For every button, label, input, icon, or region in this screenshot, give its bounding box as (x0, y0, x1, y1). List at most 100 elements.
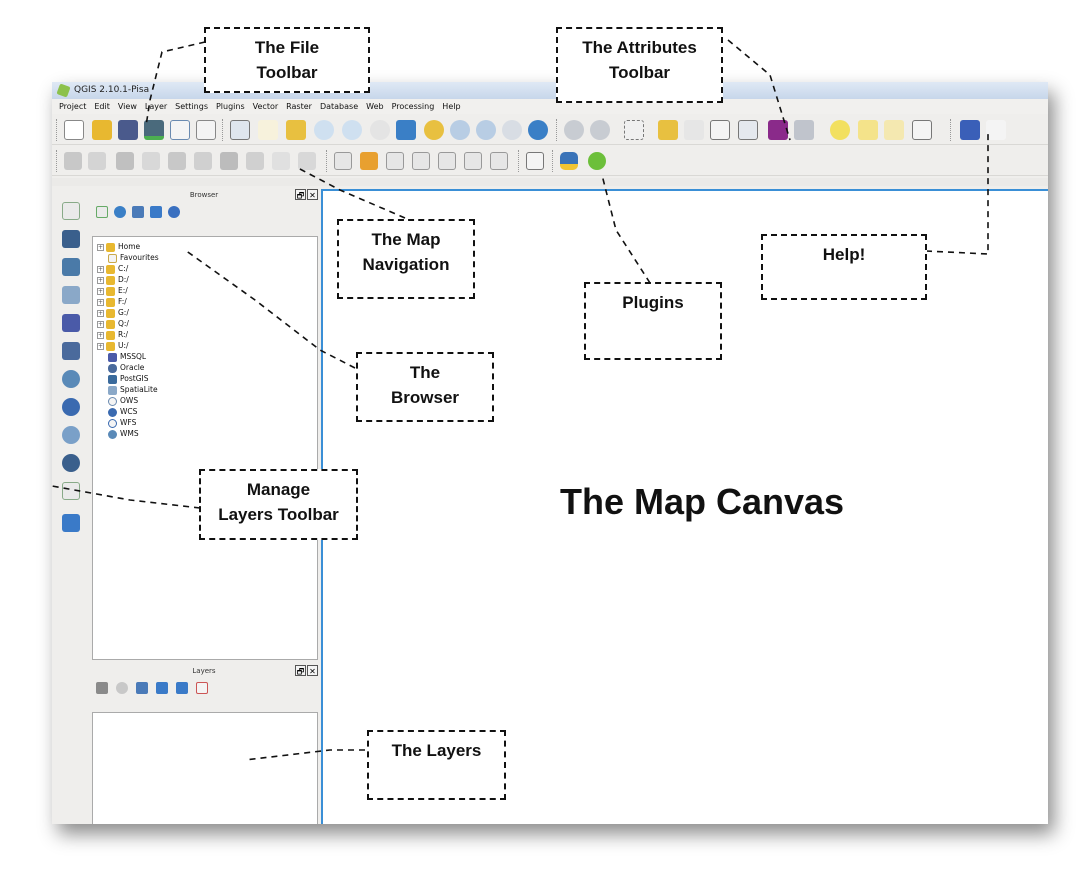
zoom-last-icon[interactable] (476, 120, 496, 140)
pan-to-selection-icon[interactable] (286, 120, 306, 140)
move-annotation-icon[interactable] (884, 120, 904, 140)
tree-item-postgis[interactable]: PostGIS (108, 373, 148, 384)
add-feature-icon[interactable] (142, 152, 160, 170)
help-contents-icon[interactable] (960, 120, 980, 140)
menu-edit[interactable]: Edit (94, 102, 110, 111)
close-panel-icon[interactable]: ✕ (307, 665, 318, 676)
menu-layer[interactable]: Layer (144, 102, 168, 111)
expand-icon[interactable]: + (97, 342, 104, 350)
copy-features-icon[interactable] (272, 152, 290, 170)
filter-browser-icon[interactable] (132, 206, 144, 218)
add-delimited-text-icon[interactable] (62, 454, 80, 472)
delete-selected-icon[interactable] (220, 152, 238, 170)
add-spatialite-layer-icon[interactable] (62, 286, 80, 304)
tree-item-c[interactable]: +C:/ (97, 264, 129, 274)
tree-item-favourites[interactable]: Favourites (108, 252, 159, 263)
add-wfs-layer-icon[interactable] (62, 426, 80, 444)
tree-item-r[interactable]: +R:/ (97, 330, 129, 340)
tree-item-wfs[interactable]: WFS (108, 417, 136, 428)
tree-item-wcs[interactable]: WCS (108, 406, 137, 417)
layer-style-icon[interactable] (96, 682, 108, 694)
float-panel-icon[interactable]: 🗗 (295, 665, 306, 676)
statistical-summary-icon[interactable] (738, 120, 758, 140)
run-feature-action-icon[interactable] (590, 120, 610, 140)
add-vector-layer-icon[interactable] (62, 202, 80, 220)
identify-features-icon[interactable] (564, 120, 584, 140)
label-tool-icon[interactable] (912, 120, 932, 140)
zoom-in-icon[interactable] (314, 120, 334, 140)
expand-icon[interactable]: + (97, 309, 104, 317)
tree-item-home[interactable]: +Home (97, 242, 141, 252)
menu-raster[interactable]: Raster (286, 102, 312, 111)
save-as-icon[interactable] (144, 120, 164, 140)
zoom-to-selection-icon[interactable] (424, 120, 444, 140)
add-oracle-layer-icon[interactable] (62, 342, 80, 360)
deselect-all-icon[interactable] (658, 120, 678, 140)
pan-hand-icon[interactable] (258, 120, 278, 140)
tree-item-d[interactable]: +D:/ (97, 275, 129, 285)
map-tips-icon[interactable] (830, 120, 850, 140)
add-wcs-layer-icon[interactable] (62, 398, 80, 416)
new-layer-icon[interactable] (62, 482, 80, 500)
zoom-to-layer-icon[interactable] (450, 120, 470, 140)
touch-zoom-icon[interactable] (230, 120, 250, 140)
add-postgis-layer-icon[interactable] (62, 258, 80, 276)
toggle-editing-icon[interactable] (88, 152, 106, 170)
python-console-icon[interactable] (560, 152, 578, 170)
close-panel-icon[interactable]: ✕ (307, 189, 318, 200)
expand-icon[interactable]: + (97, 287, 104, 295)
add-wms-layer-icon[interactable] (62, 370, 80, 388)
expand-icon[interactable]: + (97, 265, 104, 273)
tree-item-g[interactable]: +G:/ (97, 308, 129, 318)
csw-icon[interactable] (526, 152, 544, 170)
zoom-full-icon[interactable] (396, 120, 416, 140)
menu-web[interactable]: Web (366, 102, 384, 111)
change-label-icon[interactable] (490, 152, 508, 170)
menu-plugins[interactable]: Plugins (215, 102, 245, 111)
expand-icon[interactable]: + (97, 320, 104, 328)
float-panel-icon[interactable]: 🗗 (295, 189, 306, 200)
menu-processing[interactable]: Processing (391, 102, 435, 111)
menu-vector[interactable]: Vector (252, 102, 279, 111)
pin-labels-icon[interactable] (386, 152, 404, 170)
rotate-label-icon[interactable] (464, 152, 482, 170)
tree-item-u[interactable]: +U:/ (97, 341, 129, 351)
open-attribute-table-icon[interactable] (710, 120, 730, 140)
expand-icon[interactable]: + (97, 276, 104, 284)
collapse-all-layers-icon[interactable] (176, 682, 188, 694)
tree-item-q[interactable]: +Q:/ (97, 319, 129, 329)
sum-sigma-icon[interactable] (768, 120, 788, 140)
paste-features-icon[interactable] (298, 152, 316, 170)
new-project-icon[interactable] (64, 120, 84, 140)
collapse-all-icon[interactable] (150, 206, 162, 218)
tree-item-wms[interactable]: WMS (108, 428, 139, 439)
visibility-icon[interactable] (116, 682, 128, 694)
tree-item-oracle[interactable]: Oracle (108, 362, 144, 373)
expand-icon[interactable]: + (97, 298, 104, 306)
refresh-icon[interactable] (528, 120, 548, 140)
refresh-browser-icon[interactable] (114, 206, 126, 218)
select-features-icon[interactable] (624, 120, 644, 140)
cut-features-icon[interactable] (246, 152, 264, 170)
zoom-out-icon[interactable] (342, 120, 362, 140)
tree-item-mssql[interactable]: MSSQL (108, 351, 146, 362)
move-label-icon[interactable] (438, 152, 456, 170)
zoom-actual-size-icon[interactable] (370, 120, 390, 140)
zoom-next-icon[interactable] (502, 120, 522, 140)
layer-labeling-icon[interactable] (334, 152, 352, 170)
plugin-icon[interactable] (588, 152, 606, 170)
layer-diagram-icon[interactable] (360, 152, 378, 170)
node-tool-icon[interactable] (194, 152, 212, 170)
open-project-icon[interactable] (92, 120, 112, 140)
menu-help[interactable]: Help (442, 102, 461, 111)
tree-item-spatialite[interactable]: SpatiaLite (108, 384, 158, 395)
current-edits-icon[interactable] (64, 152, 82, 170)
composer-manager-icon[interactable] (196, 120, 216, 140)
measure-line-icon[interactable] (794, 120, 814, 140)
remove-layer-icon[interactable] (196, 682, 208, 694)
expand-icon[interactable]: + (97, 243, 104, 251)
menu-view[interactable]: View (117, 102, 137, 111)
properties-icon[interactable] (168, 206, 180, 218)
edit-icon[interactable] (62, 514, 80, 532)
move-feature-icon[interactable] (168, 152, 186, 170)
